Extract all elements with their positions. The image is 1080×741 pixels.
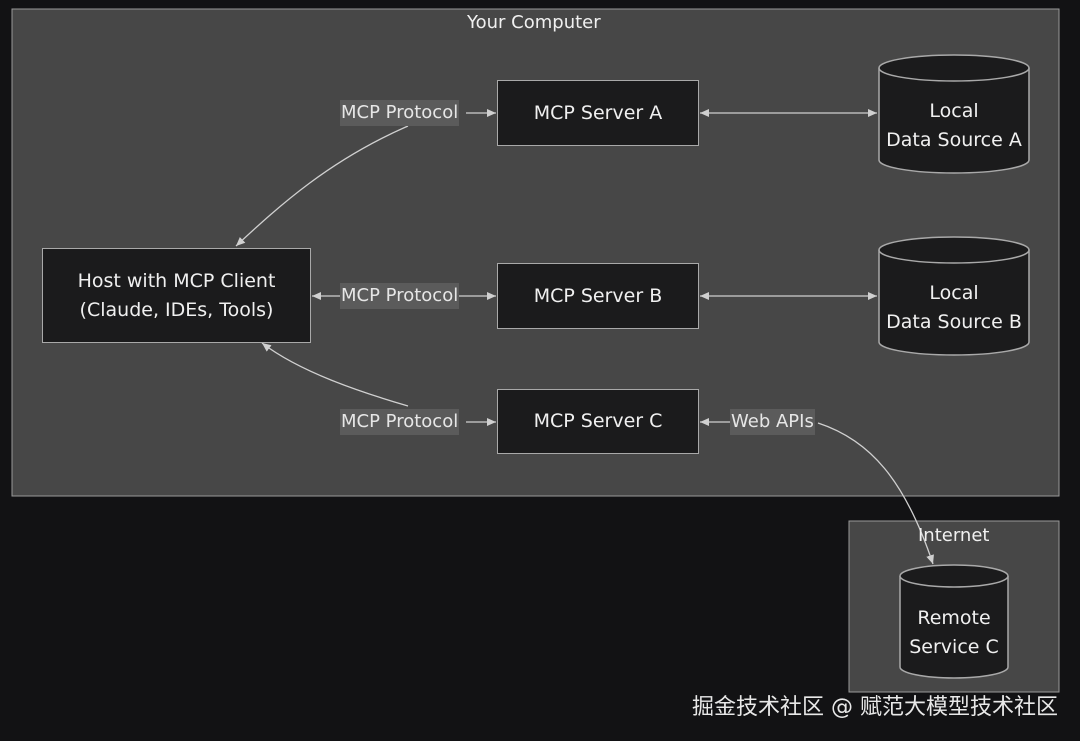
- edge-host-to-server-a: [235, 125, 409, 247]
- node-mcp-server-c: MCP Server C: [497, 389, 699, 454]
- data-source-a-line1: Local: [929, 100, 979, 122]
- edge-label-mcp-protocol-a: MCP Protocol: [340, 100, 460, 126]
- node-mcp-server-b: MCP Server B: [497, 263, 699, 329]
- node-mcp-server-a: MCP Server A: [497, 80, 699, 146]
- edge-web-apis-remote: [817, 422, 934, 565]
- edge-label-mcp-protocol-c: MCP Protocol: [340, 409, 460, 435]
- watermark-text: 掘金技术社区 @ 赋范大模型技术社区: [692, 695, 1058, 720]
- remote-service-line1: Remote: [917, 607, 991, 629]
- group-title-your-computer: Your Computer: [467, 12, 601, 33]
- cylinder-data-source-a: [878, 54, 1030, 174]
- cylinder-data-source-b: [878, 236, 1030, 356]
- data-source-b-line2: Data Source B: [886, 311, 1022, 333]
- node-host-mcp-client: Host with MCP Client (Claude, IDEs, Tool…: [42, 248, 311, 343]
- cylinder-remote-service-c: [899, 564, 1009, 679]
- edge-label-web-apis: Web APIs: [730, 409, 815, 435]
- data-source-a-line2: Data Source A: [886, 129, 1022, 151]
- edge-host-to-server-c: [261, 342, 409, 407]
- node-host-line2: (Claude, IDEs, Tools): [79, 298, 274, 321]
- edge-label-mcp-protocol-b: MCP Protocol: [340, 283, 460, 309]
- node-host-line1: Host with MCP Client: [77, 269, 276, 292]
- group-title-internet: Internet: [918, 525, 990, 546]
- data-source-b-line1: Local: [929, 282, 979, 304]
- remote-service-line2: Service C: [909, 636, 999, 658]
